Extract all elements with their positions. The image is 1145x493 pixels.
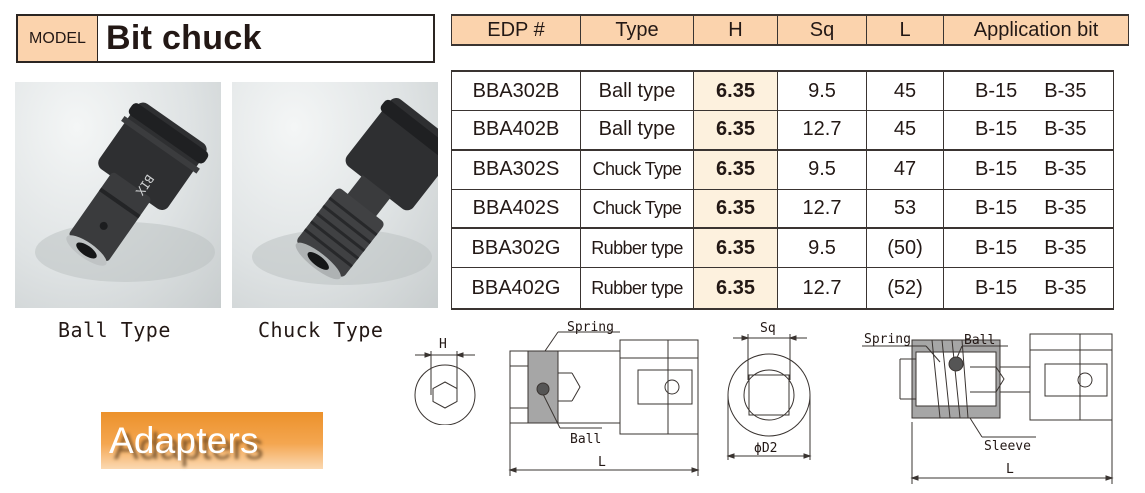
app-bit-1: B-15 (975, 276, 1018, 299)
cell-sq: 12.7 (778, 268, 867, 308)
table-row: BBA402S Chuck Type 6.35 12.7 53 B-15 B-3… (452, 189, 1113, 230)
cell-l: 45 (867, 72, 944, 111)
cell-l: 47 (867, 150, 944, 189)
cell-type: Ball type (581, 111, 694, 149)
app-bit-1: B-15 (975, 79, 1018, 102)
model-label: MODEL (18, 16, 98, 61)
cell-application-bit: B-15 B-35 (944, 268, 1113, 307)
adapters-banner: Adapters (101, 412, 323, 469)
chuck-ball-label: Ball (964, 333, 995, 348)
ball-type-diagram: Spring Ball L (508, 320, 700, 476)
cell-h: 6.35 (694, 72, 778, 111)
header-sq: Sq (778, 16, 867, 44)
ball-type-photo: BIX (15, 82, 221, 308)
app-bit-1: B-15 (975, 197, 1018, 220)
header-application-bit: Application bit (973, 18, 1099, 41)
cell-l: 53 (867, 189, 944, 228)
cell-application-bit: B-15 B-35 (944, 72, 1113, 110)
cell-h: 6.35 (694, 268, 778, 308)
ball-label: Ball (570, 432, 601, 447)
dim-h-label: H (439, 337, 447, 352)
cell-sq: 9.5 (778, 229, 867, 268)
square-end-diagram: Sq ϕD2 (726, 321, 812, 460)
cell-edp: BBA302B (452, 72, 581, 111)
table-row: BBA302G Rubber type 6.35 9.5 (50) B-15 B… (452, 229, 1113, 269)
sleeve-label: Sleeve (984, 439, 1031, 454)
cell-type: Chuck Type (581, 150, 694, 189)
app-bit-2: B-35 (1044, 79, 1087, 102)
chuck-spring-label: Spring (864, 332, 911, 347)
table-row: BBA302B Ball type 6.35 9.5 45 B-15 B-35 (452, 72, 1113, 112)
app-bit-2: B-35 (1044, 197, 1087, 220)
cell-sq: 9.5 (778, 150, 867, 189)
app-bit-2: B-35 (1044, 118, 1087, 141)
dim-sq-label: Sq (760, 321, 776, 336)
header-l: L (867, 16, 944, 44)
cell-h: 6.35 (694, 189, 778, 228)
cell-edp: BBA402B (452, 111, 581, 149)
cell-h: 6.35 (694, 150, 778, 189)
dim-d2-label: ϕD2 (754, 441, 777, 456)
chuck-type-photo (232, 82, 438, 308)
app-bit-2: B-35 (1044, 276, 1087, 299)
table-row: BBA302S Chuck Type 6.35 9.5 47 B-15 B-35 (452, 150, 1113, 190)
model-title-box: MODEL Bit chuck (16, 14, 435, 63)
spring-label: Spring (567, 320, 614, 335)
table-row: BBA402G Rubber type 6.35 12.7 (52) B-15 … (452, 268, 1113, 308)
cell-edp: BBA402G (452, 268, 581, 308)
hex-end-diagram: H (414, 337, 476, 425)
cell-application-bit: B-15 B-35 (944, 190, 1113, 227)
app-bit-2: B-35 (1044, 158, 1087, 181)
cell-type: Chuck Type (581, 189, 694, 228)
cell-h: 6.35 (694, 229, 778, 268)
app-bit-1: B-15 (975, 158, 1018, 181)
spec-table-header: EDP # Type H Sq L Application bit (451, 14, 1129, 46)
cell-edp: BBA402S (452, 189, 581, 228)
cell-type: Rubber type (581, 229, 694, 268)
cell-sq: 9.5 (778, 72, 867, 111)
cell-application-bit: B-15 B-35 (944, 229, 1113, 267)
app-bit-1: B-15 (975, 118, 1018, 141)
cell-edp: BBA302S (452, 150, 581, 189)
cell-sq: 12.7 (778, 111, 867, 149)
app-bit-1: B-15 (975, 236, 1018, 259)
chuck-length-label: L (1006, 462, 1014, 477)
chuck-type-caption: Chuck Type (258, 318, 384, 342)
cell-type: Ball type (581, 72, 694, 111)
table-row: BBA402B Ball type 6.35 12.7 45 B-15 B-35 (452, 111, 1113, 151)
length-label: L (598, 455, 606, 470)
cell-application-bit: B-15 B-35 (944, 111, 1113, 148)
header-h: H (694, 16, 778, 44)
cell-application-bit: B-15 B-35 (944, 151, 1113, 189)
cell-l: 45 (867, 111, 944, 149)
cell-l: (52) (867, 268, 944, 308)
model-name: Bit chuck (106, 19, 262, 57)
cell-edp: BBA302G (452, 229, 581, 268)
cell-sq: 12.7 (778, 189, 867, 228)
app-bit-2: B-35 (1044, 236, 1087, 259)
cell-type: Rubber type (581, 268, 694, 308)
header-type: Type (581, 16, 694, 44)
cell-h: 6.35 (694, 111, 778, 149)
ball-type-caption: Ball Type (58, 318, 171, 342)
header-edp: EDP # (452, 16, 581, 44)
spec-table: BBA302B Ball type 6.35 9.5 45 B-15 B-35 … (451, 70, 1114, 310)
cell-l: (50) (867, 229, 944, 268)
chuck-type-diagram: Spring Ball Sleeve L (862, 332, 1114, 484)
